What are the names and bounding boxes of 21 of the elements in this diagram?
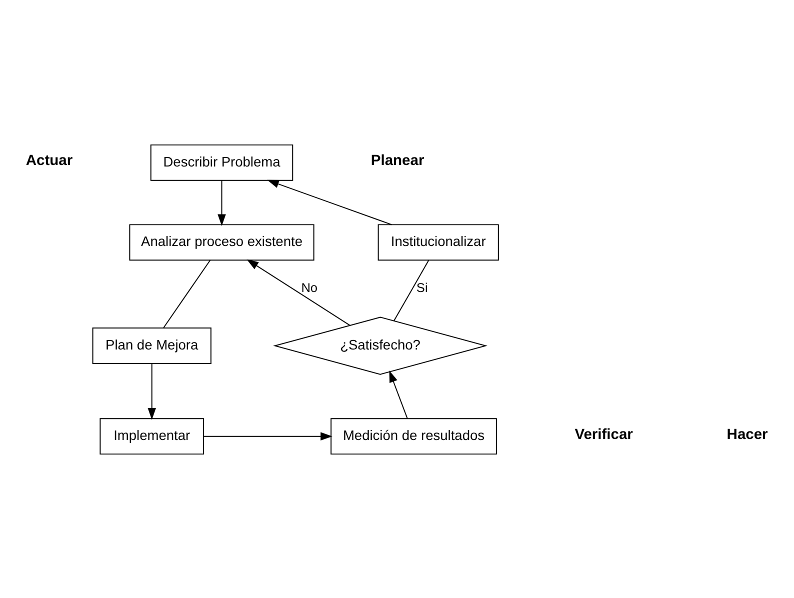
node-box: Medición de resultados — [330, 418, 497, 454]
connector — [394, 259, 430, 321]
label: Actuar — [26, 152, 73, 169]
arrow — [148, 362, 156, 420]
node-box: Implementar — [100, 418, 204, 454]
node-box: Describir Problema — [150, 144, 294, 180]
label: Verificar — [574, 426, 633, 442]
arrow — [203, 432, 332, 440]
node-diamond: ¿Satisfecho? — [273, 316, 488, 374]
connector — [162, 259, 211, 328]
node-box: Analizar proceso existente — [129, 224, 314, 260]
node-box: Institucionalizar — [378, 224, 499, 260]
arrow — [389, 370, 408, 419]
label: Hacer — [726, 426, 768, 442]
edge-label: No — [301, 280, 318, 295]
arrow — [267, 179, 392, 225]
edge-label: Si — [416, 280, 428, 295]
label: Planear — [370, 152, 424, 169]
node-box: Plan de Mejora — [92, 327, 212, 364]
arrow — [246, 258, 350, 326]
arrow — [218, 180, 226, 226]
